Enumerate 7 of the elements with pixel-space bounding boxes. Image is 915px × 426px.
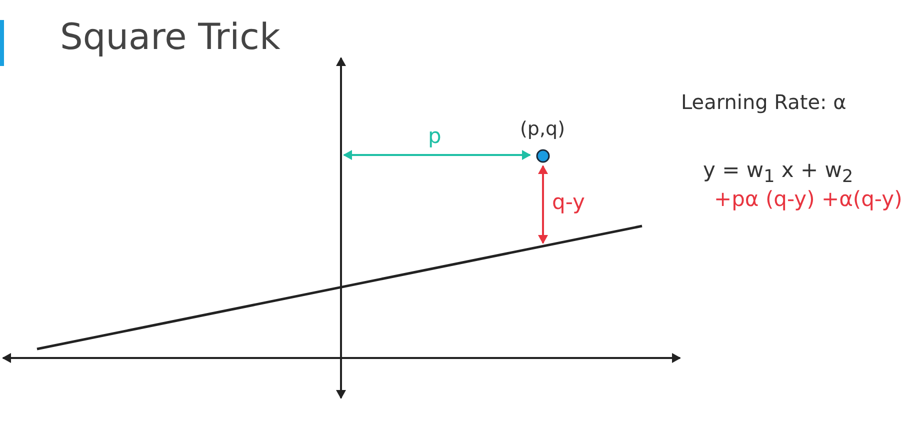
dimension-label: p [428, 126, 442, 147]
slide-title: Square Trick [60, 20, 280, 56]
point-label: (p,q) [520, 120, 565, 139]
equation: y = w$_{1}$ x + w$_{2}$ [703, 160, 854, 187]
dimension-label: q-y [552, 192, 585, 213]
parameter-note: Learning Rate: α [681, 92, 846, 112]
equation: +pα (q-y) +α(q-y) [714, 189, 902, 210]
